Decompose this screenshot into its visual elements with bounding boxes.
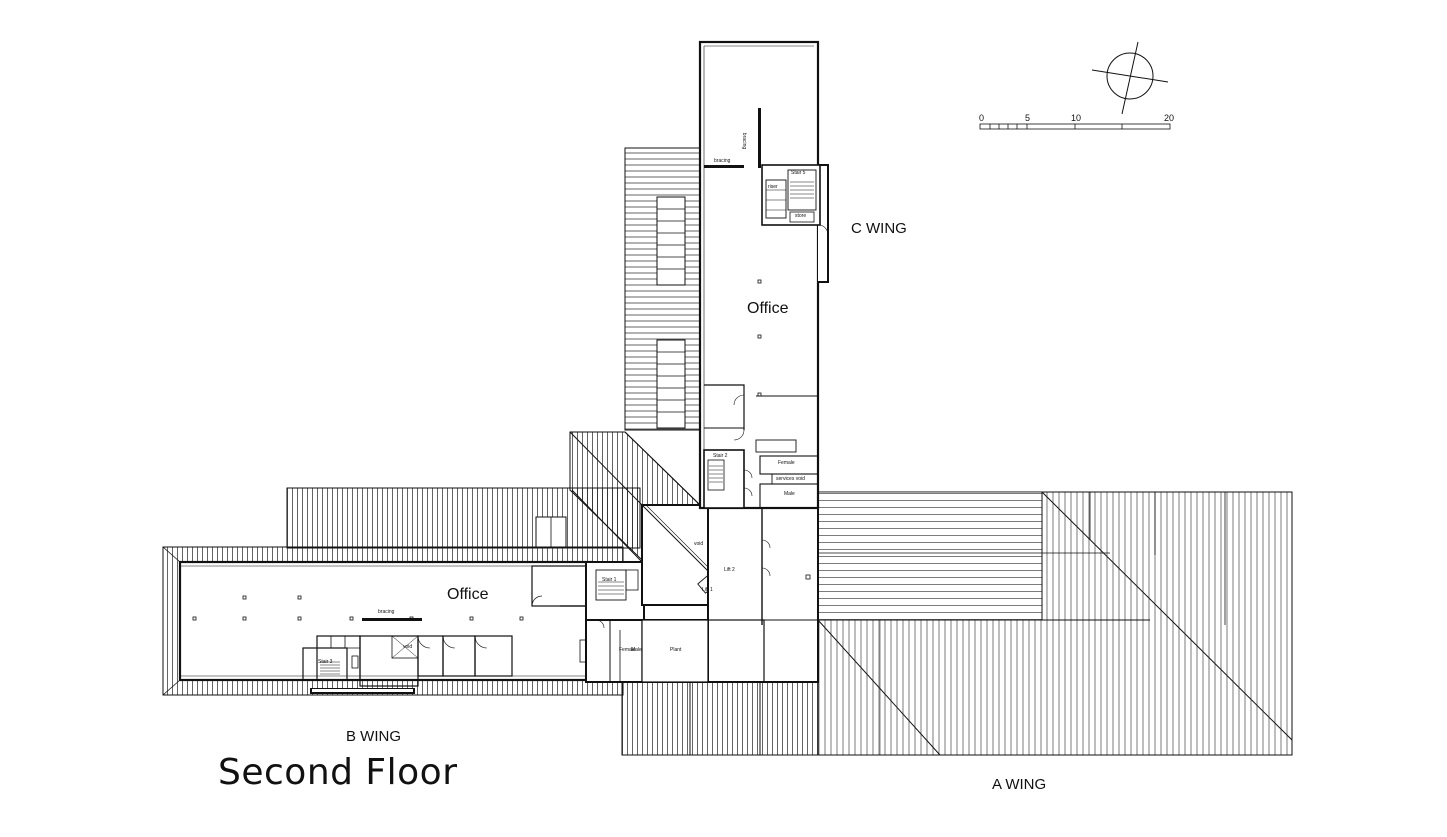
c-wing-floor [698, 40, 829, 510]
female-c-label: Female [778, 460, 795, 466]
stair-1-label: Stair 1 [602, 577, 617, 583]
male-b-label: Male [631, 647, 642, 653]
office-b-label: Office [447, 586, 489, 603]
north-arrow-icon [1091, 41, 1169, 115]
bracing-v-label: bracing [741, 132, 748, 150]
bracing-b-label: bracing [378, 609, 395, 615]
south-roof [621, 681, 819, 756]
a-wing-label: A WING [992, 776, 1047, 793]
c-wing-label: C WING [851, 220, 907, 237]
store-label: store [795, 213, 807, 219]
scale-tick-20: 20 [1164, 113, 1175, 123]
void-atrium-label: void [694, 541, 704, 547]
services-void-label: services void [776, 476, 805, 482]
void-b-label: void [403, 644, 413, 650]
lift-1-label: Lift 1 [702, 587, 713, 593]
page-title: Second Floor [218, 752, 458, 793]
plant-label: Plant [670, 647, 682, 653]
scale-tick-5: 5 [1025, 113, 1031, 123]
riser-label: riser [768, 184, 778, 190]
b-wing-label: B WING [346, 728, 401, 745]
lift-2-label: Lift 2 [724, 567, 735, 573]
scale-tick-10: 10 [1071, 113, 1082, 123]
scale-bar [979, 123, 1171, 130]
male-c-label: Male [784, 491, 795, 497]
stair-3-label: Stair 3 [318, 659, 333, 665]
scale-tick-0: 0 [979, 113, 985, 123]
a-wing-roof [817, 491, 1293, 756]
stair-2-label: Stair 2 [713, 453, 728, 459]
b-wing-north-roof [286, 487, 643, 563]
stair-5-label: Stair 5 [791, 170, 806, 176]
bracing-c-label: bracing [714, 158, 731, 164]
b-wing-floor [178, 560, 594, 694]
office-c-label: Office [747, 300, 789, 317]
female-b-label: Female [619, 647, 636, 653]
c-wing-west-roof [624, 147, 701, 431]
